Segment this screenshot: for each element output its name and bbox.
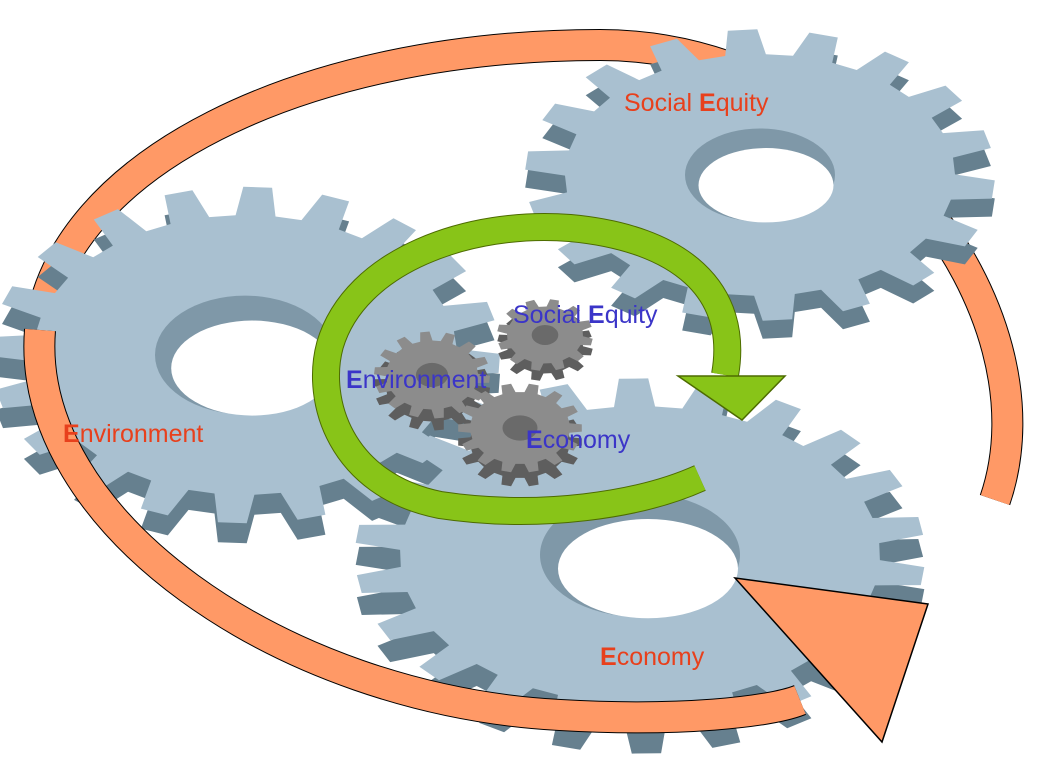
gear-environment-hole — [171, 320, 334, 416]
inner-label-economy: Economy — [526, 426, 631, 454]
gear-social-equity — [525, 29, 995, 339]
small-gear-environment-hub — [415, 362, 449, 388]
inner-label-environment: Environment — [346, 366, 486, 394]
small-gear-social-equity-hub — [531, 325, 559, 345]
inner-label-environment-rest: nvironment — [363, 366, 487, 394]
outer-label-economy: Economy — [600, 643, 705, 671]
gear-economy — [355, 378, 925, 754]
inner-label-economy-rest: conomy — [543, 426, 631, 454]
outer-label-environment-rest: nvironment — [80, 420, 204, 448]
outer-label-environment-initial: E — [63, 420, 80, 448]
small-gear-environment — [374, 331, 490, 431]
small-gear-social-equity — [497, 299, 593, 381]
inner-label-social-equity-rest: quity — [605, 301, 658, 329]
outer-label-environment: Environment — [63, 420, 203, 448]
gear-economy-hole — [558, 519, 738, 619]
small-gear-economy-hub — [502, 415, 538, 441]
outer-label-social-equity-rest: quity — [716, 89, 769, 117]
inner-label-environment-initial: E — [346, 366, 363, 394]
inner-cycle-arrow-fill — [313, 214, 741, 524]
outer-cycle-arrow-front-fill — [24, 328, 806, 733]
outer-label-social-equity-initial: E — [699, 89, 716, 117]
outer-cycle-arrow-back-fill — [25, 29, 1023, 505]
outer-label-economy-rest: conomy — [617, 643, 705, 671]
gear-social-equity-hole — [698, 148, 834, 223]
outer-cycle-arrowhead — [733, 576, 929, 744]
inner-label-social-equity: Social Equity — [513, 301, 658, 329]
inner-label-economy-initial: E — [526, 426, 543, 454]
outer-label-economy-initial: E — [600, 643, 617, 671]
small-gear-economy — [458, 383, 582, 487]
outer-label-social-equity-prefix: Social — [624, 89, 699, 117]
outer-label-social-equity: Social Equity — [624, 89, 769, 117]
inner-label-social-equity-prefix: Social — [513, 301, 588, 329]
inner-cycle-arrowhead — [675, 375, 787, 421]
inner-label-social-equity-initial: E — [588, 301, 605, 329]
